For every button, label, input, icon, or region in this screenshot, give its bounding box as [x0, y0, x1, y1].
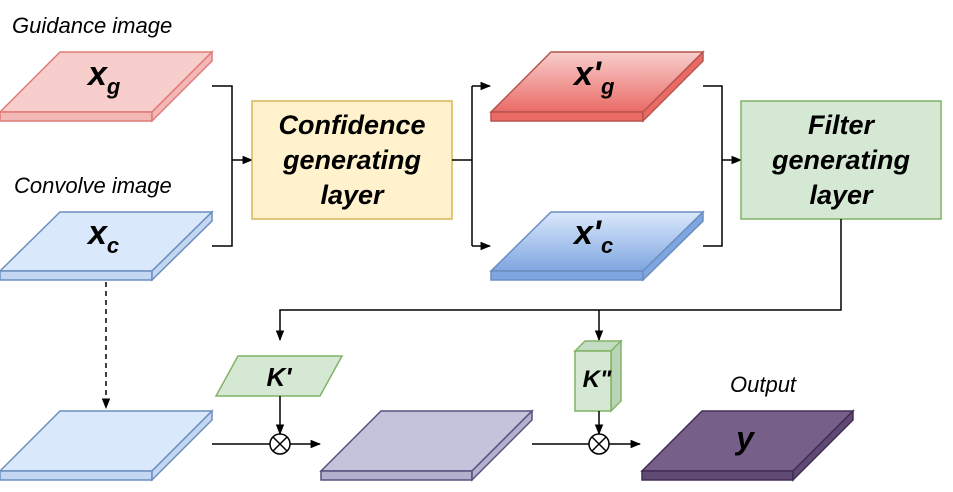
multiply-operator-1: [269, 433, 291, 455]
xg-label: xg: [86, 55, 121, 99]
xg-prime-plane: x'g: [489, 50, 705, 123]
guidance-image-plane: xg: [0, 50, 214, 123]
k-double-label: K": [583, 366, 612, 393]
intermediate-plane: [319, 409, 534, 482]
filter-line-2: generating: [771, 145, 911, 175]
confidence-line-1: Confidence: [278, 110, 425, 140]
xg-prime-label: x'g: [572, 55, 615, 99]
filter-to-kprime-wire: [275, 219, 842, 342]
output-plane: y: [640, 409, 855, 482]
k-prime-label: K': [267, 362, 293, 392]
filter-line-3: layer: [809, 180, 874, 210]
convolve-image-plane: xc: [0, 210, 214, 282]
multiply-operator-2: [588, 433, 610, 455]
confidence-generating-layer: Confidence generating layer: [251, 100, 453, 220]
confidence-line-3: layer: [320, 180, 385, 210]
input-bracket: [212, 85, 233, 247]
xc-prime-plane: x'c: [489, 210, 705, 282]
k-double-kernel: K": [573, 339, 623, 413]
filter-line-1: Filter: [808, 110, 876, 140]
output-label: Output: [730, 372, 797, 397]
confidence-line-2: generating: [282, 145, 422, 175]
xc-prime-label: x'c: [572, 214, 613, 258]
y-label: y: [734, 420, 756, 456]
prime-bracket: [703, 85, 723, 247]
xc-label: xc: [86, 214, 119, 258]
k-prime-kernel: K': [214, 355, 344, 397]
convolve-image-label: Convolve image: [14, 173, 172, 198]
guidance-image-label: Guidance image: [12, 13, 172, 38]
bottom-blue-plane: [0, 409, 214, 482]
filter-generating-layer: Filter generating layer: [740, 100, 942, 220]
